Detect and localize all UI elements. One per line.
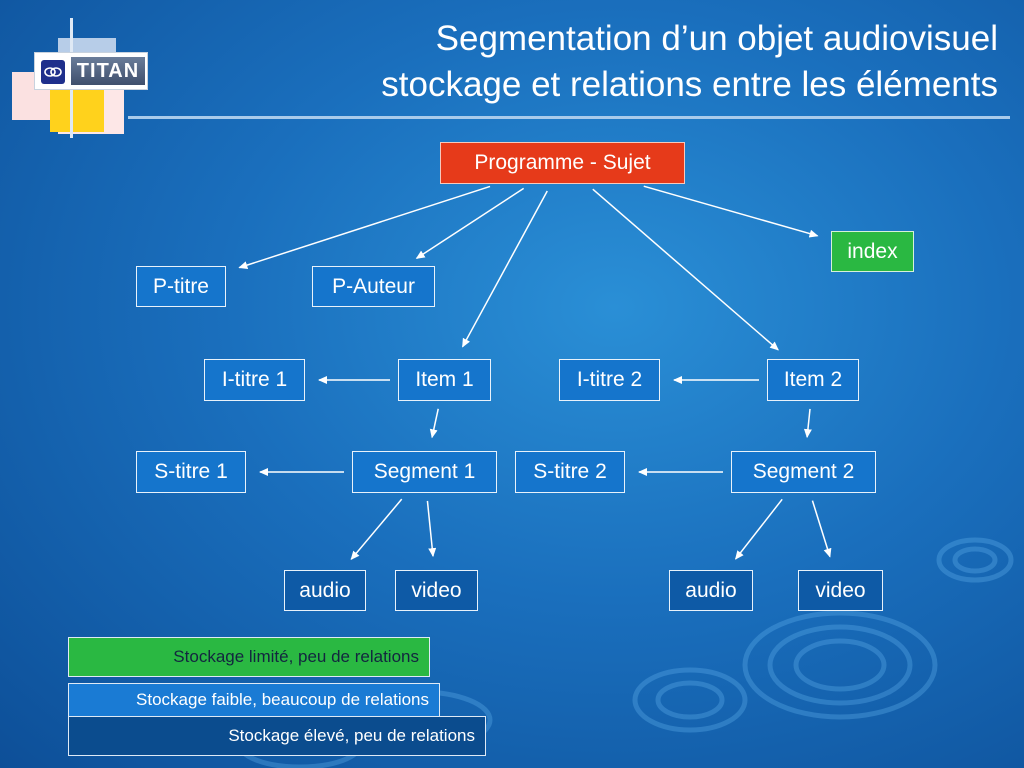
legend-stockage-eleve: Stockage élevé, peu de relations xyxy=(68,716,486,756)
edge-segment_2-to-video_2 xyxy=(811,500,832,558)
node-audio-2: audio xyxy=(669,570,753,611)
node-p-titre: P-titre xyxy=(136,266,226,307)
edge-programme-to-p_titre xyxy=(238,185,491,269)
header-divider xyxy=(128,116,1010,119)
node-p-auteur: P-Auteur xyxy=(312,266,435,307)
node-programme-sujet: Programme - Sujet xyxy=(440,142,685,184)
node-item-2: Item 2 xyxy=(767,359,859,401)
node-item-1: Item 1 xyxy=(398,359,491,401)
titan-logo: TITAN xyxy=(10,18,150,138)
node-segment-2: Segment 2 xyxy=(731,451,876,493)
legend-stockage-limite: Stockage limité, peu de relations xyxy=(68,637,430,677)
node-video-2: video xyxy=(798,570,883,611)
title-line-1: Segmentation d’un objet audiovisuel xyxy=(435,19,998,58)
node-i-titre-2: I-titre 2 xyxy=(559,359,660,401)
titan-emblem-icon xyxy=(41,60,65,84)
node-audio-1: audio xyxy=(284,570,366,611)
node-i-titre-1: I-titre 1 xyxy=(204,359,305,401)
edge-segment_1-to-audio_1 xyxy=(350,498,403,561)
edge-programme-to-item_2 xyxy=(592,188,779,351)
title-line-2: stockage et relations entre les éléments xyxy=(381,65,998,104)
node-s-titre-1: S-titre 1 xyxy=(136,451,246,493)
edge-segment_2-to-audio_2 xyxy=(735,498,783,560)
page-title: Segmentation d’un objet audiovisuel stoc… xyxy=(381,16,998,108)
node-segment-1: Segment 1 xyxy=(352,451,497,493)
edge-programme-to-index xyxy=(643,185,819,238)
logo-text: TITAN xyxy=(71,57,145,85)
node-s-titre-2: S-titre 2 xyxy=(515,451,625,493)
edge-item_2-to-segment_2 xyxy=(803,408,812,439)
edge-programme-to-p_auteur xyxy=(415,187,525,259)
node-video-1: video xyxy=(395,570,478,611)
node-index: index xyxy=(831,231,914,272)
legend-stockage-faible: Stockage faible, beaucoup de relations xyxy=(68,683,440,717)
edge-programme-to-item_1 xyxy=(461,190,548,348)
edge-item_1-to-segment_1 xyxy=(429,408,439,439)
edge-segment_1-to-video_1 xyxy=(426,500,437,558)
